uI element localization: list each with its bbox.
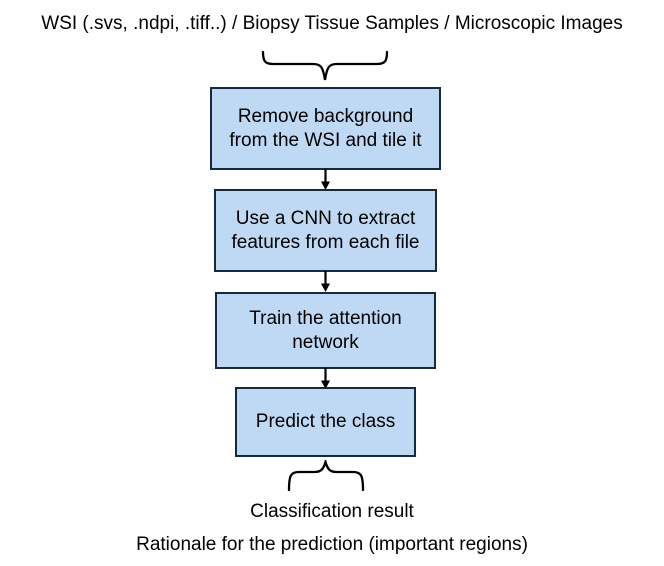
curly-brace-down-icon <box>261 50 389 81</box>
flow-step-remove-background-box: Remove background from the WSI and tile … <box>210 87 441 170</box>
flow-step-label-line: Train the attention <box>249 307 402 329</box>
flow-step-label-line: Remove background <box>237 105 414 127</box>
arrow-down-icon <box>321 169 330 190</box>
flow-step-train-attention-box: Train the attention network <box>215 292 436 369</box>
classification-result-label: Classification result <box>250 501 414 522</box>
rationale-label: Rationale for the prediction (important … <box>136 534 528 555</box>
curly-brace-up-icon <box>287 460 365 492</box>
flow-step-label-line: features from each file <box>231 231 420 253</box>
flow-step-label-line: network <box>292 331 359 353</box>
flow-step-cnn-features-box: Use a CNN to extract features from each … <box>214 189 437 272</box>
arrow-down-icon <box>321 368 330 389</box>
flow-step-label-line: from the WSI and tile it <box>229 129 422 151</box>
flow-step-label-line: Use a CNN to extract <box>235 207 416 229</box>
flow-step-predict-class-box: Predict the class <box>235 387 416 457</box>
arrow-down-icon <box>321 271 330 292</box>
flow-step-label-line: Predict the class <box>255 411 396 432</box>
diagram-title: WSI (.svs, .ndpi, .tiff..) / Biopsy Tiss… <box>41 13 623 34</box>
